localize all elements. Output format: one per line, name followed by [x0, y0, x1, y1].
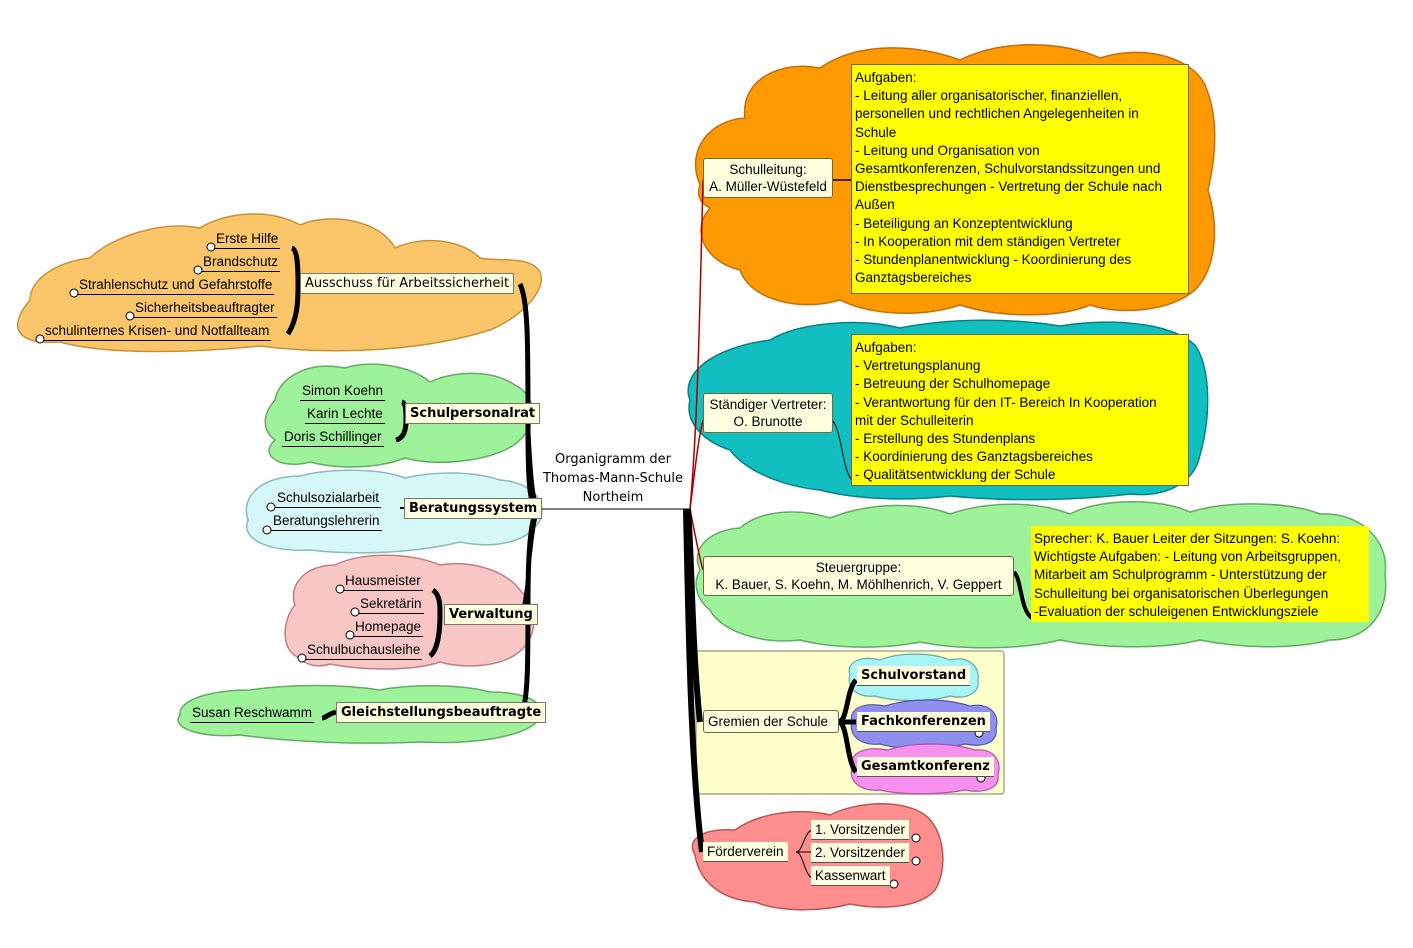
leaf-vorsitzender-2[interactable]: 2. Vorsitzender [811, 843, 910, 863]
task-line: mit der Schulleiterin [855, 412, 974, 428]
node-schulpersonalrat[interactable]: Schulpersonalrat [405, 403, 541, 424]
node-schulleitung[interactable]: Schulleitung: A. Müller-Wüstefeld [703, 158, 833, 198]
node-fachkonferenzen[interactable]: Fachkonferenzen [857, 712, 990, 732]
task-line: - Vertretungsplanung [855, 358, 981, 374]
task-line: Aufgaben: [855, 340, 917, 355]
schulleitung-label: Schulleitung: [729, 162, 807, 177]
leaf-karin-lechte[interactable]: Karin Lechte [305, 406, 385, 424]
task-line: -Evaluation der schuleigenen Entwicklung… [1034, 603, 1319, 619]
task-line: Aufgaben: [855, 70, 917, 85]
central-title-line1: Organigramm der [554, 452, 672, 467]
task-line: Ganztagsbereiches [855, 270, 972, 286]
vertreter-name: O. Brunotte [733, 414, 803, 429]
task-line: - Qualitätsentwicklung der Schule [855, 467, 1056, 483]
task-line: personellen und rechtlichen Angelegenhei… [855, 106, 1139, 122]
steuergruppe-label: Steuergruppe: [815, 560, 902, 575]
task-line: - In Kooperation mit dem ständigen Vertr… [855, 233, 1121, 249]
node-steuergruppe[interactable]: Steuergruppe: K. Bauer, S. Koehn, M. Möh… [703, 556, 1014, 596]
node-verwaltung[interactable]: Verwaltung [444, 604, 538, 625]
leaf-schulsozialarbeit[interactable]: Schulsozialarbeit [275, 490, 382, 508]
tasks-steuergruppe: Sprecher: K. Bauer Leiter der Sitzungen:… [1031, 526, 1369, 622]
task-line: Schulleitung bei organisatorischen Überl… [1034, 585, 1329, 601]
node-schulvorstand[interactable]: Schulvorstand [857, 666, 971, 686]
leaf-sicherheitsbeauftragter[interactable]: Sicherheitsbeauftragter [133, 300, 277, 318]
leaf-brandschutz[interactable]: Brandschutz [201, 254, 281, 272]
leaf-kassenwart[interactable]: Kassenwart [811, 866, 890, 886]
task-line: Wichtigste Aufgaben: - Leitung von Arbei… [1034, 549, 1341, 565]
task-line: - Stundenplanentwicklung - Koordinierung… [855, 252, 1132, 268]
leaf-simon-koehn[interactable]: Simon Koehn [300, 383, 386, 401]
task-line: Sprecher: K. Bauer Leiter der Sitzungen:… [1034, 531, 1341, 546]
leaf-hausmeister[interactable]: Hausmeister [343, 573, 423, 591]
leaf-doris-schillinger[interactable]: Doris Schillinger [282, 429, 384, 447]
leaf-vorsitzender-1[interactable]: 1. Vorsitzender [811, 820, 910, 840]
tasks-vertreter: Aufgaben: - Vertretungsplanung - Betreuu… [851, 334, 1189, 486]
leaf-beratungslehrerin[interactable]: Beratungslehrerin [271, 513, 382, 531]
task-line: - Erstellung des Stundenplans [855, 431, 1036, 447]
leaf-susan-reschwamm[interactable]: Susan Reschwamm [190, 705, 315, 723]
node-vertreter[interactable]: Ständiger Vertreter: O. Brunotte [703, 393, 833, 433]
steuergruppe-members: K. Bauer, S. Koehn, M. Möhlhenrich, V. G… [715, 577, 1002, 592]
task-line: Gesamtkonferenzen, Schulvorstandssitzung… [855, 161, 1161, 177]
node-beratungssystem[interactable]: Beratungssystem [404, 498, 543, 519]
connectors-right [683, 179, 1034, 879]
task-line: - Beteiligung an Konzeptentwicklung [855, 215, 1073, 231]
central-title-line2: Thomas-Mann-Schule [542, 471, 684, 486]
task-line: - Koordinierung des Ganztagsbereiches [855, 449, 1093, 465]
cloud-schulpersonalrat [264, 363, 534, 468]
task-line: Schule [855, 124, 897, 140]
node-arbeitssicherheit[interactable]: Ausschuss für Arbeitssicherheit [300, 273, 515, 294]
task-line: - Verantwortung für den IT- Bereich In K… [855, 394, 1157, 410]
leaf-sekretaerin[interactable]: Sekretärin [358, 596, 424, 614]
task-line: - Betreuung der Schulhomepage [855, 376, 1051, 392]
task-line: - Leitung und Organisation von [855, 142, 1040, 158]
node-foerderverein[interactable]: Förderverein [703, 842, 788, 862]
leaf-strahlenschutz[interactable]: Strahlenschutz und Gefahrstoffe [77, 277, 275, 295]
node-gesamtkonferenz[interactable]: Gesamtkonferenz [857, 757, 994, 777]
schulleitung-name: A. Müller-Wüstefeld [709, 179, 827, 194]
task-line: Außen [855, 197, 895, 213]
node-gleichstellung[interactable]: Gleichstellungsbeauftragte [336, 702, 547, 723]
leaf-krisenteam[interactable]: schulinternes Krisen- und Notfallteam [43, 323, 272, 341]
node-gremien[interactable]: Gremien der Schule [703, 710, 839, 733]
central-title: Organigramm der Thomas-Mann-Schule North… [540, 450, 686, 507]
tasks-schulleitung: Aufgaben: - Leitung aller organisatorisc… [851, 64, 1189, 294]
vertreter-label: Ständiger Vertreter: [709, 397, 827, 412]
task-line: Mitarbeit am Schulprogramm - Unterstützu… [1034, 567, 1327, 583]
leaf-homepage[interactable]: Homepage [353, 619, 424, 637]
cloud-verwaltung [284, 554, 535, 670]
central-title-line3: Northeim [582, 490, 644, 505]
task-line: - Leitung aller organisatorischer, finan… [855, 88, 1123, 104]
task-line: Dienstbesprechungen - Vertretung der Sch… [855, 179, 1162, 195]
leaf-schulbuchausleihe[interactable]: Schulbuchausleihe [305, 642, 423, 660]
leaf-erste-hilfe[interactable]: Erste Hilfe [214, 231, 281, 249]
